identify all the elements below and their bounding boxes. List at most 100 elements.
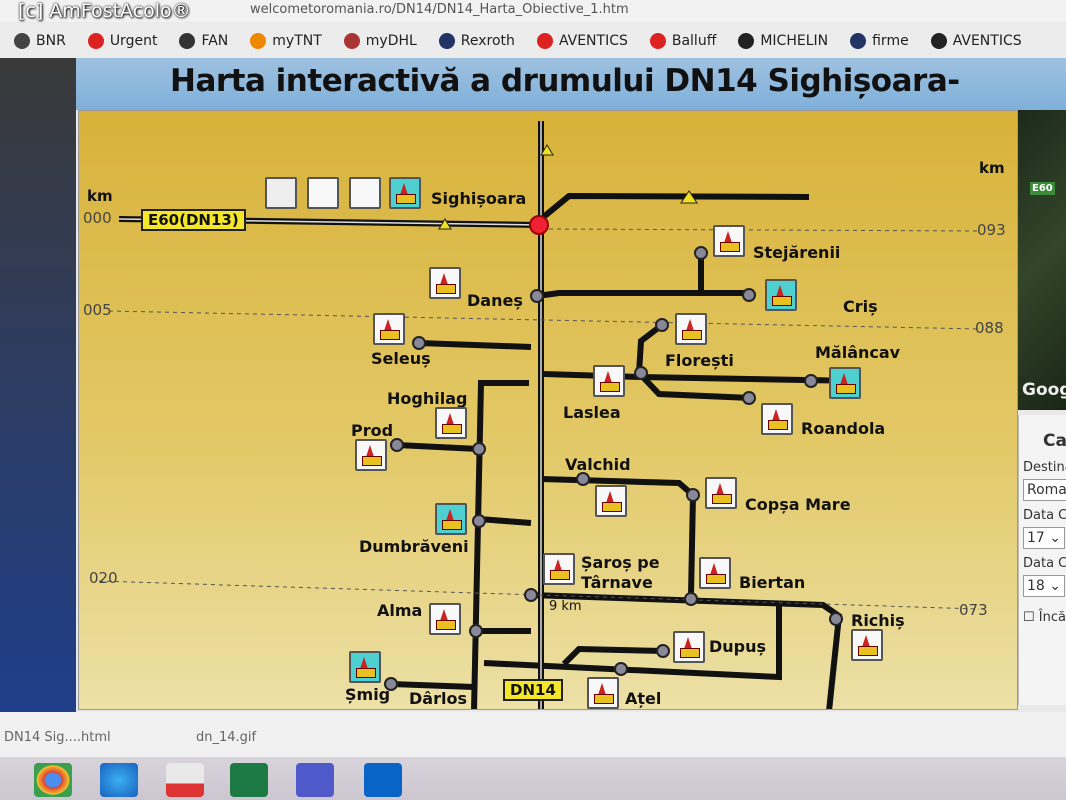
church-icon[interactable] [851, 629, 883, 661]
bookmark-icon [850, 32, 867, 49]
church-icon[interactable] [705, 477, 737, 509]
bookmark-icon [250, 32, 267, 49]
bookmark-label: AVENTICS [952, 32, 1022, 49]
google-logo: Goog [1022, 380, 1066, 400]
thunderbird-icon[interactable] [100, 763, 138, 797]
bookmark-item[interactable]: firme [850, 32, 909, 49]
bookmark-icon [536, 32, 553, 49]
town-label[interactable]: Roandola [801, 419, 886, 438]
church-icon[interactable] [593, 365, 625, 397]
church-icon[interactable] [595, 485, 627, 517]
bookmark-icon [14, 32, 30, 49]
church-icon[interactable] [435, 407, 467, 439]
bookmark-item[interactable]: Urgent [87, 32, 158, 49]
town-label[interactable]: Prod [351, 421, 394, 440]
church-icon[interactable] [673, 631, 705, 663]
app-icon[interactable] [166, 763, 204, 797]
bookmark-item[interactable]: Balluff [649, 32, 716, 49]
bookmark-icon [738, 32, 755, 49]
church-icon[interactable] [699, 557, 731, 589]
town-label[interactable]: Alma [377, 601, 423, 620]
bookmark-item[interactable]: FAN [179, 32, 228, 49]
town-label[interactable]: Dumbrăveni [359, 537, 469, 556]
chrome-icon[interactable] [34, 763, 72, 797]
bookmark-label: AVENTICS [558, 32, 628, 49]
town-label[interactable]: Laslea [563, 403, 621, 422]
town-label[interactable]: Florești [665, 351, 734, 370]
bookmark-item[interactable]: Rexroth [438, 32, 515, 49]
downloads-bar: DN14 Sig....html dn_14.gif [0, 712, 1066, 757]
teams-icon[interactable] [296, 763, 334, 797]
km-right: 073 [959, 601, 988, 619]
town-label[interactable]: Hoghilag [387, 389, 468, 408]
checkbox-row[interactable]: ☐ Încă n [1023, 609, 1066, 627]
km-right: 088 [975, 319, 1004, 337]
bookmark-item[interactable]: MICHELIN [738, 32, 828, 49]
town-label[interactable]: Șaroș pe Târnave [581, 553, 660, 592]
town-label[interactable]: Criș [843, 297, 878, 316]
bookmark-label: BNR [36, 32, 66, 49]
bookmark-icon [87, 32, 104, 49]
satellite-map[interactable]: E60 Goog [1018, 110, 1066, 410]
bookmark-label: firme [872, 32, 909, 49]
dn14-map[interactable]: km km 000 005 020 093 088 073 E60(DN13) … [78, 110, 1018, 710]
distance-label: 9 km [549, 599, 582, 614]
church-icon[interactable] [713, 225, 745, 257]
town-label[interactable]: Stejărenii [753, 243, 841, 262]
town-label[interactable]: Ațel [625, 689, 662, 708]
town-label[interactable]: Richiș [851, 611, 905, 630]
download-item[interactable]: DN14 Sig....html [4, 730, 111, 745]
destination-label: Destina [1023, 460, 1066, 475]
bookmark-item[interactable]: myTNT [250, 32, 322, 49]
destination-input[interactable]: Roma [1023, 479, 1066, 501]
town-label[interactable]: Șmig [345, 685, 391, 704]
bookmark-label: myDHL [365, 32, 417, 49]
checkin-day-select[interactable]: 17 ⌄ [1023, 527, 1066, 549]
road-sign-dn14: DN14 [503, 679, 563, 701]
bookmark-item[interactable]: myDHL [343, 32, 417, 49]
taskbar [0, 757, 1066, 800]
town-label[interactable]: Biertan [739, 573, 806, 592]
bookmark-icon [179, 32, 196, 49]
bookmark-item[interactable]: AVENTICS [930, 32, 1022, 49]
church-icon[interactable] [373, 313, 405, 345]
town-label[interactable]: Valchid [565, 455, 631, 474]
church-icon[interactable] [829, 367, 861, 399]
bookmark-item[interactable]: AVENTICS [536, 32, 628, 49]
church-icon[interactable] [765, 279, 797, 311]
bookmark-label: myTNT [272, 32, 322, 49]
church-icon[interactable] [429, 267, 461, 299]
bookmark-label: Urgent [109, 32, 158, 49]
outlook-icon[interactable] [364, 763, 402, 797]
restaurant-icon[interactable] [307, 177, 339, 209]
road-network [98, 121, 980, 709]
checkout-day-select[interactable]: 18 ⌄ [1023, 575, 1066, 597]
church-icon[interactable] [587, 677, 619, 709]
town-label[interactable]: Mălâncav [815, 343, 901, 362]
church-icon[interactable] [429, 603, 461, 635]
km-label-left: km [87, 187, 113, 205]
excel-icon[interactable] [230, 763, 268, 797]
church-icon[interactable] [389, 177, 421, 209]
town-label[interactable]: Dupuș [709, 637, 767, 656]
town-label[interactable]: Seleuș [371, 349, 431, 368]
download-item[interactable]: dn_14.gif [196, 730, 257, 745]
church-icon[interactable] [349, 651, 381, 683]
town-label[interactable]: Sighișoara [431, 189, 527, 208]
church-icon[interactable] [355, 439, 387, 471]
church-icon[interactable] [543, 553, 575, 585]
town-label[interactable]: Dârlos [409, 689, 467, 708]
bookmark-label: Rexroth [460, 32, 515, 49]
hotel-icon[interactable] [349, 177, 381, 209]
bookmark-item[interactable]: BNR [14, 32, 66, 49]
church-icon[interactable] [435, 503, 467, 535]
form-heading: Ca [1043, 431, 1066, 451]
address-bar[interactable]: welcometoromania.ro/DN14/DN14_Harta_Obie… [0, 0, 1066, 22]
town-label[interactable]: Daneș [467, 291, 523, 310]
checkin-day: 17 [1027, 530, 1045, 546]
church-icon[interactable] [675, 313, 707, 345]
church-icon[interactable] [761, 403, 793, 435]
money-icon[interactable] [265, 177, 297, 209]
km-left: 005 [83, 301, 112, 319]
town-label[interactable]: Copșa Mare [745, 495, 851, 514]
